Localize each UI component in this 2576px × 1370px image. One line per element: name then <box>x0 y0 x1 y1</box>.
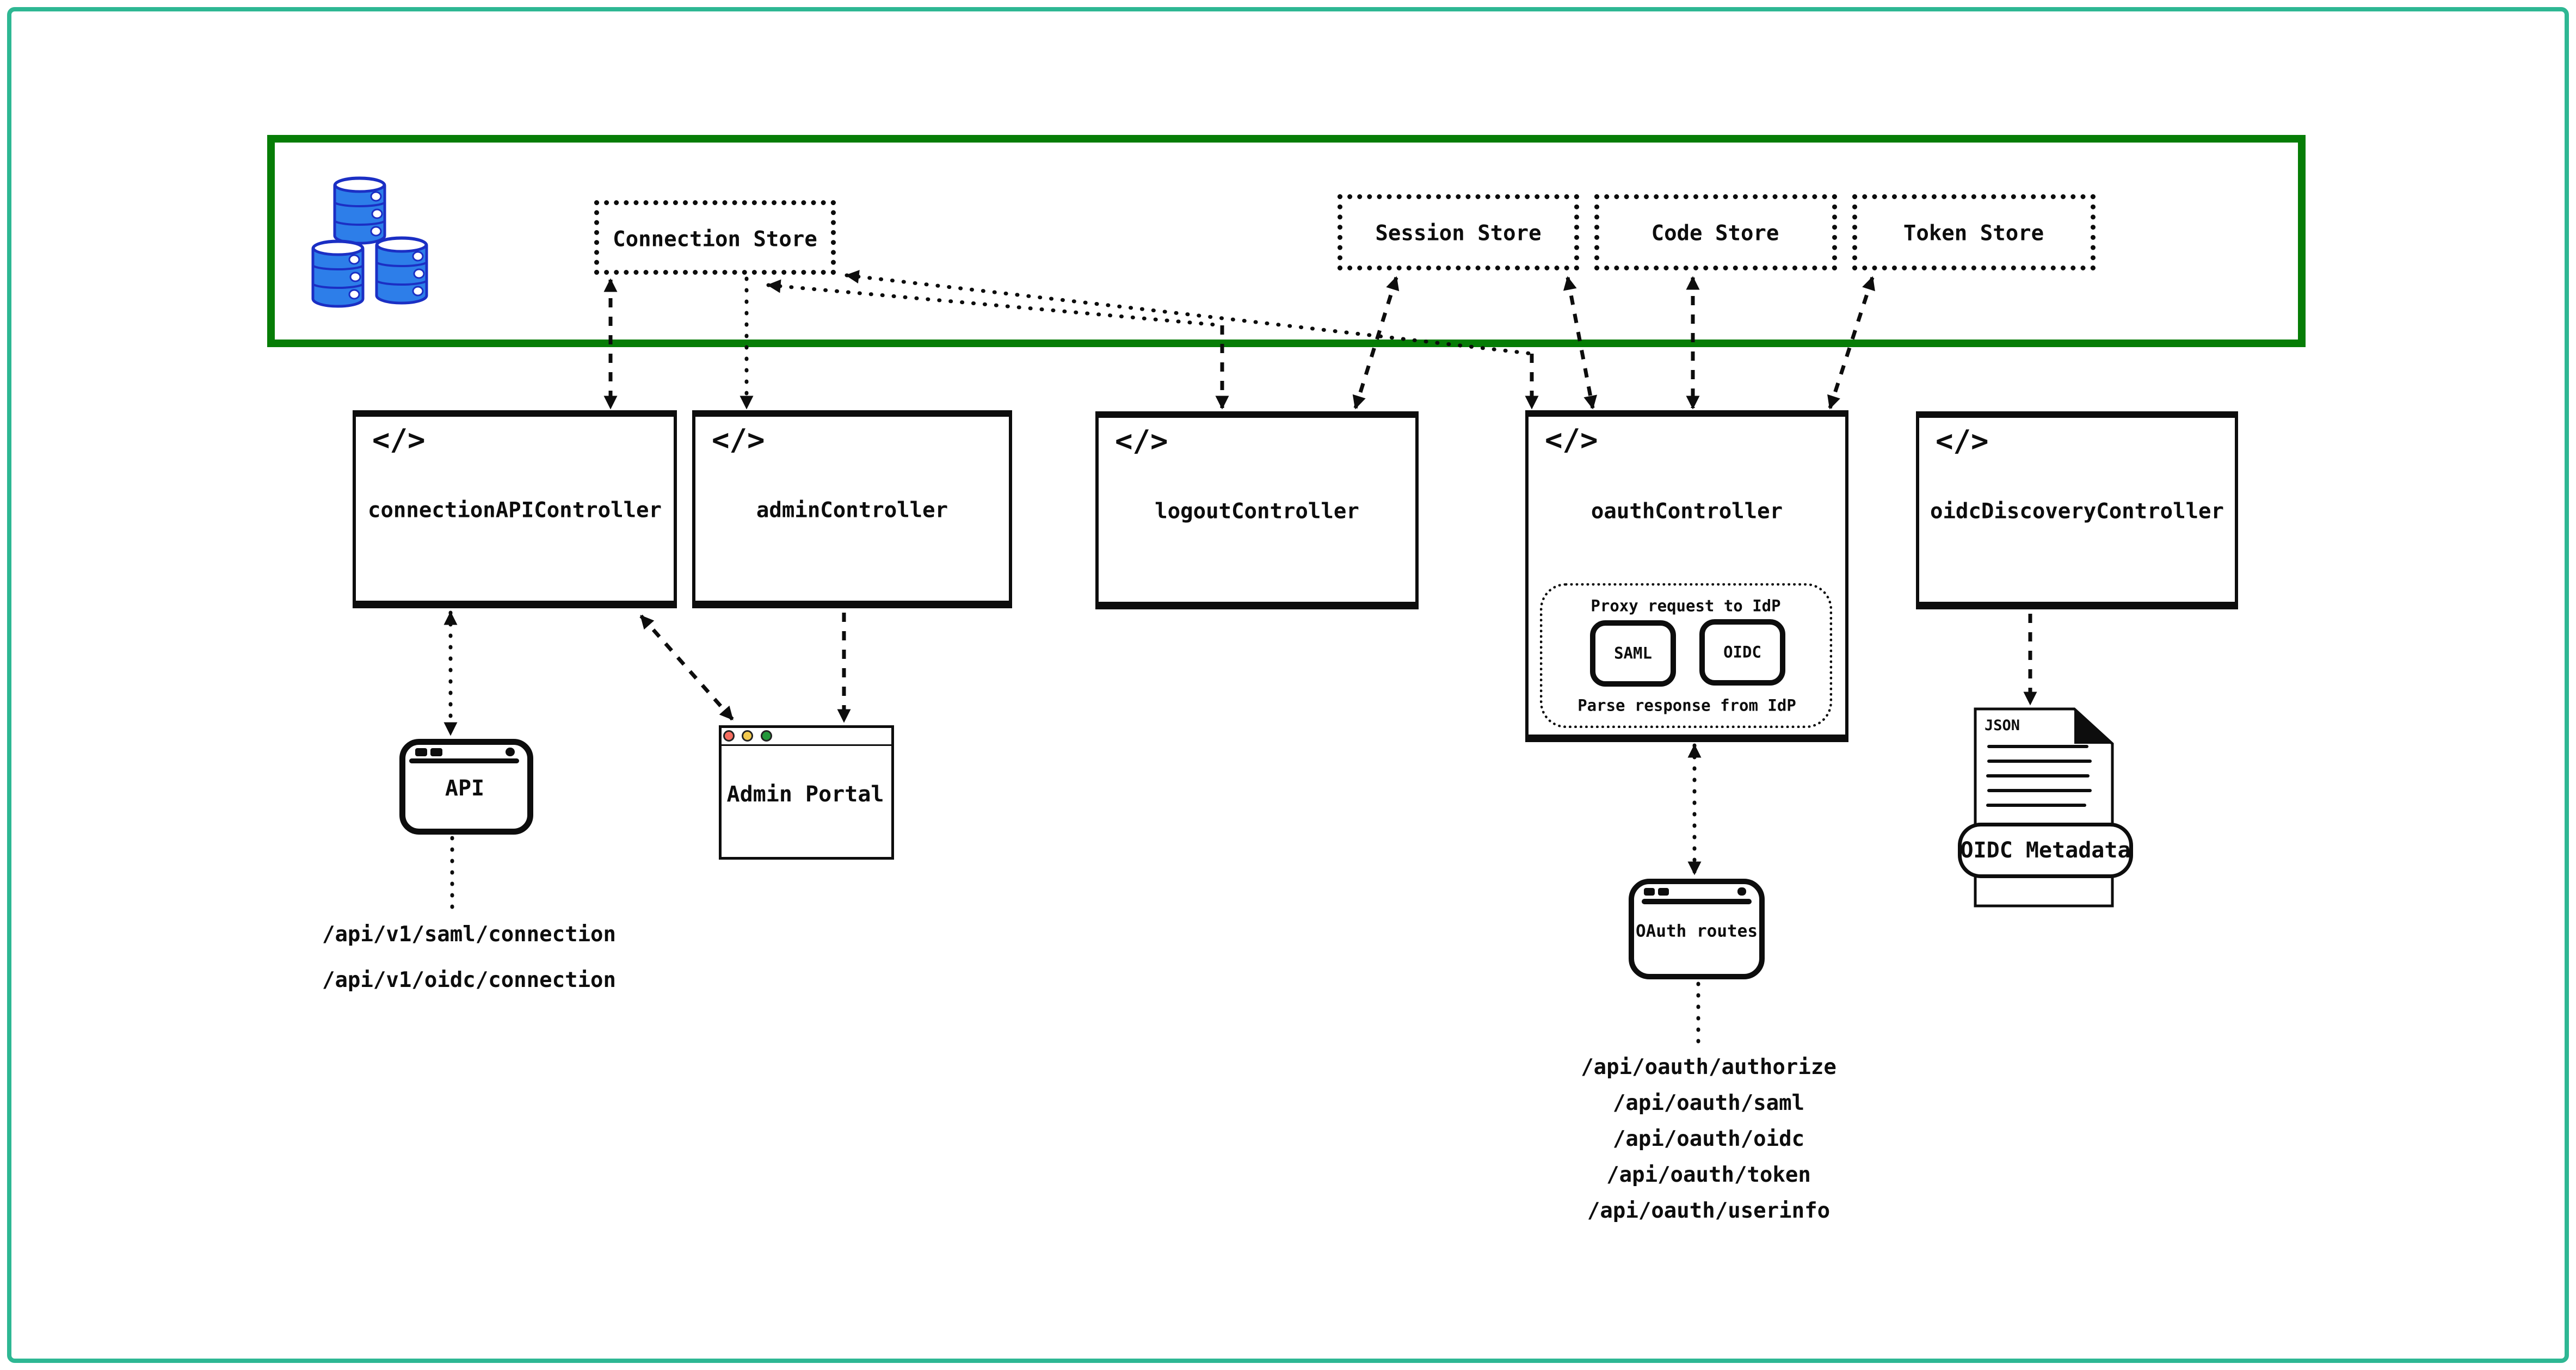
idp-proxy-box <box>1540 583 1832 728</box>
arrow-session-store-logout <box>1352 276 1400 410</box>
token-store-box <box>1852 194 2096 270</box>
endpoint-item: /api/oauth/saml <box>1612 1091 1805 1115</box>
window-button-icon <box>506 748 515 756</box>
admin-controller-box <box>692 410 1012 608</box>
code-store-box <box>1594 194 1837 270</box>
endpoint-item: /api/oauth/oidc <box>1612 1127 1805 1151</box>
oauth-controller-box <box>1525 410 1848 742</box>
endpoint-item: /api/oauth/userinfo <box>1587 1199 1831 1223</box>
admin-portal-label: Admin Portal <box>726 782 884 807</box>
token-store-label: Token Store <box>1903 221 2044 246</box>
window-button-icon <box>415 748 427 756</box>
database-cylinder-left <box>311 239 365 308</box>
window-button-icon <box>1737 887 1746 896</box>
database-icon <box>311 176 428 308</box>
arrow-session-store-oauth <box>1563 276 1598 410</box>
code-icon: </> <box>372 423 426 457</box>
arrow-oauth-to-connection-store-diagonal <box>845 270 1534 356</box>
endpoint-item: /api/oauth/token <box>1606 1163 1811 1187</box>
window-button-icon <box>430 748 442 756</box>
close-button-icon <box>723 730 735 742</box>
data-layer-zone <box>267 135 2306 347</box>
oidc-metadata-badge: OIDC Metadata <box>1958 823 2133 878</box>
oauth-controller-label: oauthController <box>1591 499 1783 524</box>
code-icon: </> <box>712 423 765 457</box>
logout-controller-label: logoutController <box>1155 499 1359 524</box>
window-button-icon <box>1658 888 1669 896</box>
code-store-label: Code Store <box>1651 221 1779 246</box>
saml-protocol-box <box>1590 620 1676 687</box>
endpoint-item: /api/v1/saml/connection <box>322 922 617 947</box>
arrow-logout-to-connection-store-diagonal <box>766 279 1224 328</box>
session-store-box <box>1338 194 1579 270</box>
code-icon: </> <box>1545 423 1598 457</box>
session-store-label: Session Store <box>1375 221 1542 246</box>
window-titlebar-divider <box>720 744 892 746</box>
connection-api-controller-label: connectionAPIController <box>367 498 662 523</box>
connection-store-label: Connection Store <box>613 227 817 252</box>
page-fold-icon <box>2074 709 2112 744</box>
oauth-routes-label: OAuth routes <box>1636 921 1758 941</box>
connection-store-box <box>594 200 836 275</box>
database-cylinder-top <box>333 176 386 245</box>
connection-api-endpoint-list: /api/v1/saml/connection /api/v1/oidc/con… <box>322 923 616 992</box>
window-titlebar-divider <box>409 758 519 763</box>
saml-protocol-label: SAML <box>1614 644 1652 663</box>
endpoint-item: /api/oauth/authorize <box>1581 1055 1837 1079</box>
logout-controller-box <box>1095 411 1419 609</box>
json-document-icon: JSON <box>1974 707 2114 908</box>
oidc-discovery-controller-box <box>1916 411 2238 609</box>
arrow-token-store-oauth <box>1827 276 1875 410</box>
code-icon: </> <box>1936 424 1989 458</box>
code-icon: </> <box>1115 424 1168 458</box>
page-frame <box>7 7 2569 1363</box>
admin-controller-label: adminController <box>756 498 948 523</box>
oidc-metadata-label: OIDC Metadata <box>1960 838 2131 863</box>
oidc-protocol-box <box>1699 619 1785 686</box>
arrow-connection-api-admin-portal <box>639 614 734 721</box>
api-window-label: API <box>445 776 485 801</box>
database-cylinder-right <box>375 236 428 305</box>
parse-response-label: Parse response from IdP <box>1577 696 1796 715</box>
endpoint-item: /api/v1/oidc/connection <box>322 968 617 992</box>
maximize-button-icon <box>761 730 772 742</box>
admin-portal-window <box>719 725 894 860</box>
oidc-discovery-controller-label: oidcDiscoveryController <box>1930 499 2224 524</box>
connection-api-controller-box <box>353 410 677 608</box>
proxy-request-label: Proxy request to IdP <box>1591 596 1781 615</box>
minimize-button-icon <box>742 730 753 742</box>
json-badge: JSON <box>1985 717 2020 734</box>
window-button-icon <box>1644 888 1655 896</box>
oidc-protocol-label: OIDC <box>1723 643 1761 662</box>
oauth-endpoint-list: /api/oauth/authorize /api/oauth/saml /ap… <box>1581 1056 1837 1223</box>
window-titlebar-divider <box>1642 899 1752 904</box>
